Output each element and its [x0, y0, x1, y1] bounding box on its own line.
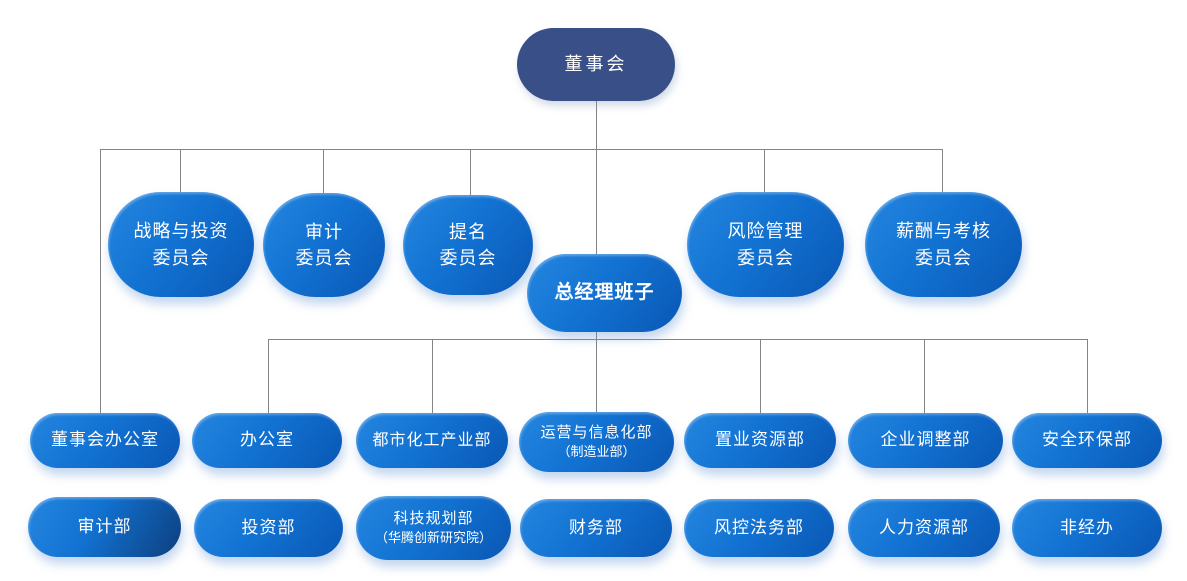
connector-drop-safety-environment	[1087, 339, 1088, 413]
node-label: 委员会	[295, 248, 353, 268]
node-sublabel: （制造业部）	[557, 444, 636, 460]
org-node-human-resources-dept: 人力资源部	[848, 499, 1000, 557]
connector-drop-risk-committee	[764, 149, 765, 193]
connector-drop-enterprise-adjustment	[924, 339, 925, 413]
node-label: 委员会	[439, 248, 497, 268]
org-node-realty-resources-dept: 置业资源部	[684, 413, 836, 468]
org-node-board-office: 董事会办公室	[30, 413, 180, 468]
node-label: 委员会	[737, 247, 794, 268]
node-label: 办公室	[240, 430, 294, 450]
node-label: 风控法务部	[714, 517, 804, 537]
connector-drop-strategy-committee	[180, 149, 181, 194]
org-node-investment-dept: 投资部	[194, 499, 343, 557]
node-label: 科技规划部	[393, 510, 474, 528]
org-node-office: 办公室	[192, 413, 342, 468]
org-node-audit-dept: 审计部	[28, 497, 181, 557]
node-label: 薪酬与考核	[896, 221, 991, 242]
connector-drop-urban-chemical	[432, 339, 433, 413]
connector-drop-operations-info	[596, 339, 597, 413]
org-node-risk-management-committee: 风险管理 委员会	[687, 192, 844, 297]
node-label: 企业调整部	[880, 430, 971, 450]
node-label: 安全环保部	[1042, 430, 1132, 450]
connector-board-to-gm	[596, 100, 597, 339]
node-label: 人力资源部	[879, 517, 969, 537]
connector-drop-board-office	[100, 149, 101, 413]
node-label: 审计部	[77, 516, 132, 536]
org-node-board-of-directors: 董事会	[517, 28, 675, 101]
node-label: 非经办	[1060, 517, 1114, 537]
node-label: 提名	[449, 221, 487, 242]
node-label: 委员会	[152, 247, 210, 268]
org-node-risk-control-legal-dept: 风控法务部	[684, 499, 834, 557]
node-label: 都市化工产业部	[372, 431, 492, 449]
org-node-nomination-committee: 提名 委员会	[403, 195, 533, 295]
connector-drop-office	[268, 339, 269, 413]
org-node-compensation-assessment-committee: 薪酬与考核 委员会	[865, 192, 1022, 297]
connector-drop-nomination-committee	[470, 149, 471, 196]
connector-gm-level-bus	[268, 339, 1088, 340]
org-node-strategy-investment-committee: 战略与投资 委员会	[108, 192, 254, 297]
node-label: 置业资源部	[715, 430, 805, 450]
node-label: 投资部	[241, 517, 296, 537]
org-node-finance-dept: 财务部	[520, 499, 672, 557]
org-node-general-manager-team: 总经理班子	[527, 254, 682, 332]
node-sublabel: （华腾创新研究院）	[374, 530, 492, 546]
connector-drop-realty-resources	[760, 339, 761, 413]
org-node-urban-chemical-industry-dept: 都市化工产业部	[356, 413, 508, 468]
org-node-safety-environment-dept: 安全环保部	[1012, 413, 1162, 468]
connector-board-level-bus	[100, 149, 943, 150]
node-label: 审计	[305, 221, 343, 242]
node-label: 总经理班子	[554, 282, 655, 304]
connector-drop-audit-committee	[323, 149, 324, 194]
node-label: 董事会	[564, 54, 628, 75]
org-node-operations-informatization-dept: 运营与信息化部 （制造业部）	[519, 412, 674, 472]
node-label: 运营与信息化部	[540, 424, 653, 442]
org-node-audit-committee: 审计 委员会	[263, 193, 385, 297]
org-node-enterprise-adjustment-dept: 企业调整部	[848, 413, 1003, 468]
node-label: 董事会办公室	[51, 430, 159, 450]
connector-drop-compensation-committee	[942, 149, 943, 193]
node-label: 财务部	[569, 517, 623, 537]
org-node-tech-planning-dept: 科技规划部 （华腾创新研究院）	[356, 496, 511, 560]
node-label: 战略与投资	[133, 221, 229, 242]
org-node-non-operating-office: 非经办	[1012, 499, 1162, 557]
node-label: 风险管理	[727, 221, 804, 242]
node-label: 委员会	[915, 247, 972, 268]
